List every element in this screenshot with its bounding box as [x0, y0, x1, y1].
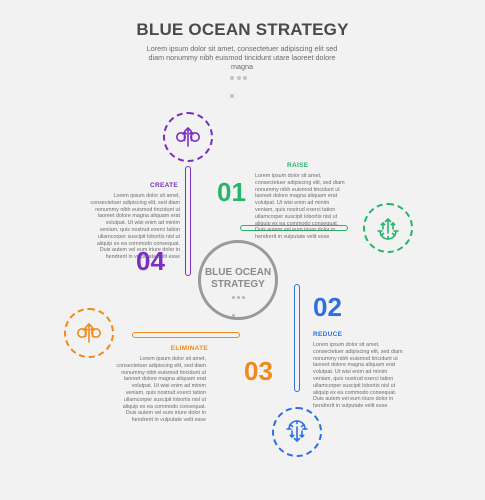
center-label: BLUE OCEAN STRATEGY: [204, 267, 272, 290]
gear-arrows-up-icon: [377, 218, 399, 240]
page-title: BLUE OCEAN STRATEGY: [136, 20, 349, 39]
reduce-number: 02: [313, 292, 342, 322]
reduce-icon-ring: [272, 407, 322, 457]
page-subtitle: Lorem ipsum dolor sit amet, consectetuer…: [146, 44, 338, 71]
eliminate-label: ELIMINATE: [170, 345, 208, 352]
split-arrows-icon: [176, 127, 200, 147]
create-connector-bar: [185, 166, 191, 276]
raise-connector-bar: [240, 225, 348, 231]
create-label: CREATE: [149, 182, 178, 189]
eliminate-number: 03: [244, 356, 273, 386]
eliminate-icon-ring: [64, 308, 114, 358]
header-dots: [230, 76, 256, 98]
reduce-connector-bar: [294, 284, 300, 392]
create-number: 04: [136, 246, 165, 276]
reduce-label: REDUCE: [313, 331, 343, 338]
eliminate-text: Lorem ipsum dolor sit amet, consectetuer…: [116, 356, 206, 424]
create-icon-ring: [163, 112, 213, 162]
eliminate-connector-bar: [132, 332, 240, 338]
raise-number: 01: [217, 177, 246, 207]
split-arrows-icon: [77, 323, 101, 343]
raise-icon-ring: [363, 203, 413, 253]
center-circle: [198, 240, 278, 320]
center-dots: [232, 296, 248, 317]
create-text: Lorem ipsum dolor sit amet, consectetuer…: [90, 193, 180, 261]
raise-text: Lorem ipsum dolor sit amet, consectetuer…: [255, 173, 345, 241]
reduce-text: Lorem ipsum dolor sit amet, consectetuer…: [313, 342, 403, 410]
raise-label: RAISE: [287, 162, 309, 169]
gear-arrows-down-icon: [286, 420, 308, 442]
